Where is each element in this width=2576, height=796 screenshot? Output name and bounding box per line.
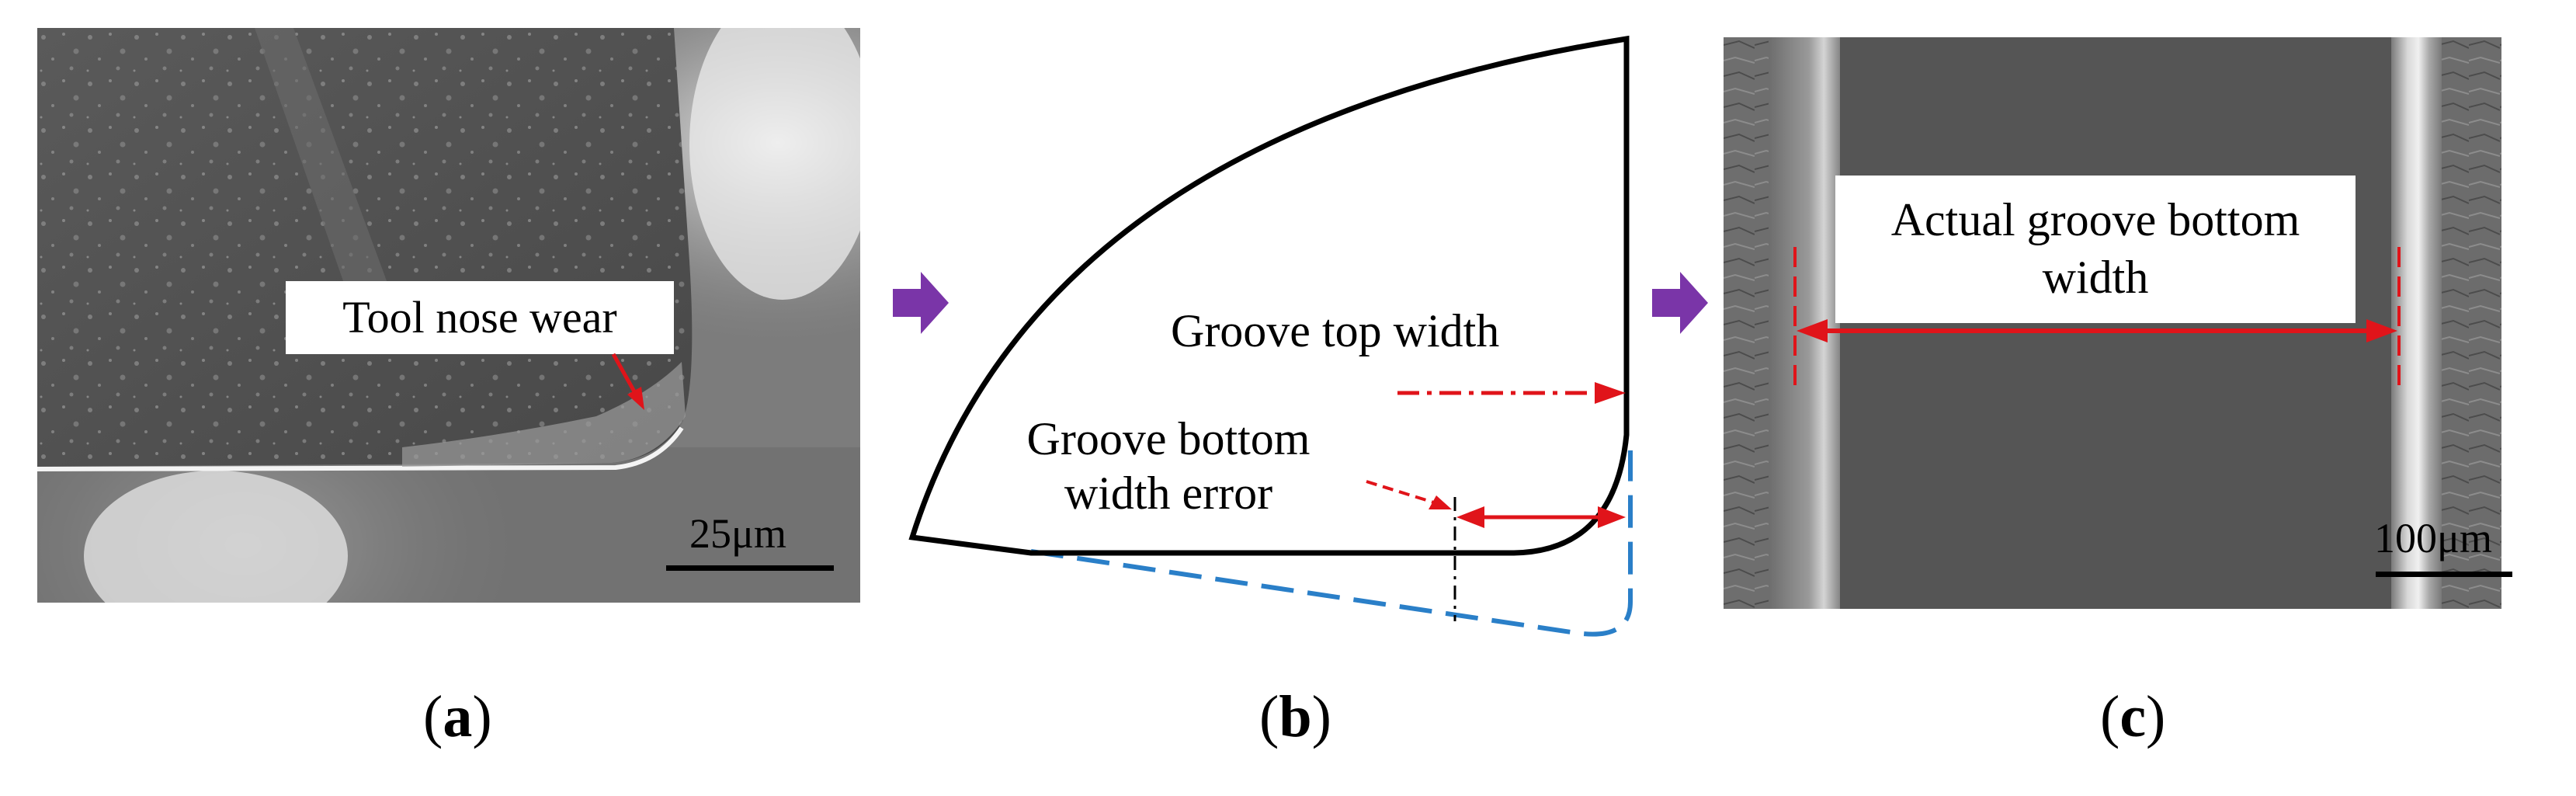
panel-c: Actual groove bottom width 100μm xyxy=(1724,37,2512,609)
right-arrow-icon xyxy=(1652,272,1708,334)
scale-bar-label-c: 100μm xyxy=(2374,515,2492,561)
caption-c-letter: c xyxy=(2119,684,2147,749)
caption-c: (c) xyxy=(2100,684,2166,749)
sem-groove-drawing xyxy=(1724,37,2501,609)
ideal-profile-dashed xyxy=(1030,450,1633,637)
scale-bar-label-a: 25μm xyxy=(689,510,786,557)
groove-width-arrow xyxy=(1793,247,2401,395)
groove-bottom-width-error-label: Groove bottom width error xyxy=(1025,412,1312,520)
scale-bar-c xyxy=(2376,572,2512,577)
groove-bottom-width-error-line2: width error xyxy=(1064,468,1273,519)
panel-a: Tool nose wear 25μm xyxy=(37,28,860,603)
caption-b-letter: b xyxy=(1279,684,1312,749)
caption-a: (a) xyxy=(423,684,492,749)
caption-b: (b) xyxy=(1259,684,1331,749)
scale-bar-a xyxy=(666,565,834,571)
groove-top-width-label: Groove top width xyxy=(1171,305,1500,356)
sem-image-groove xyxy=(1724,37,2501,609)
actual-groove-label-line2: width xyxy=(2042,252,2149,303)
tool-nose-wear-arrow xyxy=(611,353,644,410)
caption-a-letter: a xyxy=(443,684,473,749)
tool-nose-wear-label: Tool nose wear xyxy=(286,281,674,354)
actual-groove-label-line1: Actual groove bottom xyxy=(1890,194,2300,245)
right-arrow-icon xyxy=(893,272,949,334)
actual-groove-bottom-width-label: Actual groove bottom width xyxy=(1835,176,2356,323)
panel-b-schematic xyxy=(908,35,1633,637)
groove-bottom-width-error-line1: Groove bottom xyxy=(1026,413,1311,464)
